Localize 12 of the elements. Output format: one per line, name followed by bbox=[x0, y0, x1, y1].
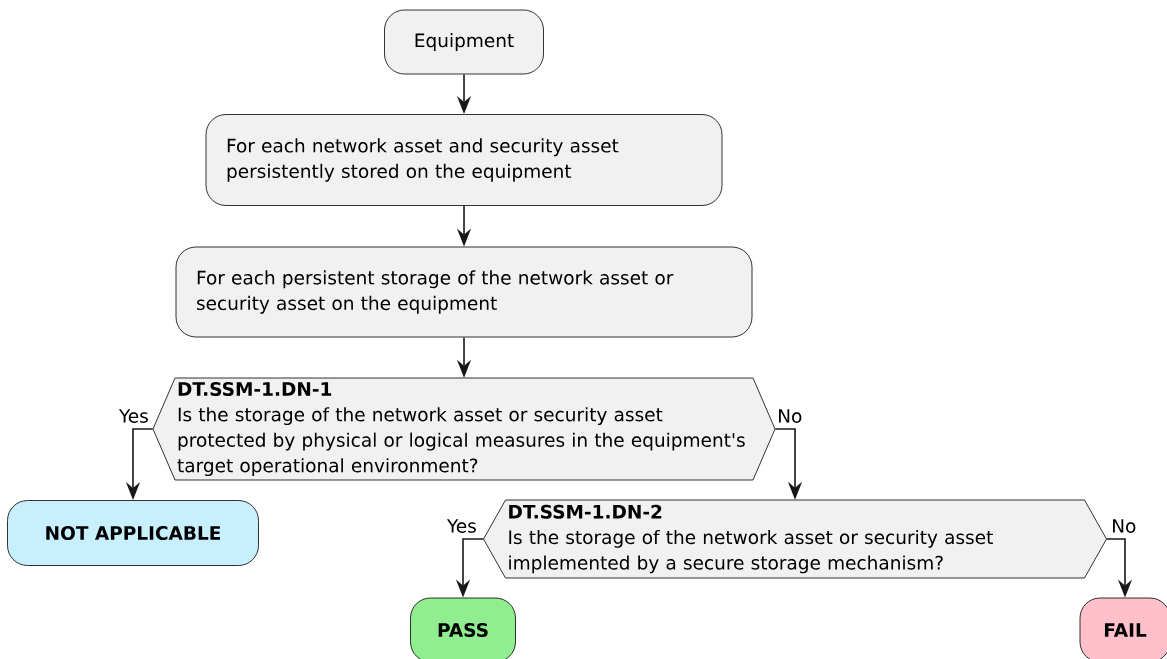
process-box: For each network asset and security asset persistently stored on the equipment bbox=[205, 114, 723, 206]
decision-hexagon: DT.SSM-1.DN-1 Is the storage of the network asset or security asset protected by physical or logical measures in the equipment's target operational environment? bbox=[152, 377, 776, 481]
edge-label: Yes bbox=[446, 519, 476, 533]
edge-label: Yes bbox=[118, 409, 148, 423]
start-box: Equipment bbox=[384, 9, 544, 75]
end-box: FAIL bbox=[1079, 597, 1167, 659]
end-box: PASS bbox=[410, 597, 516, 659]
decision-hexagon: DT.SSM-1.DN-2 Is the storage of the network asset or security asset implemented by a secure storage mechanism? bbox=[483, 499, 1107, 579]
edge-label: No bbox=[1113, 519, 1136, 533]
edge-label: No bbox=[779, 409, 802, 423]
end-box: NOT APPLICABLE bbox=[7, 500, 259, 566]
process-box: For each persistent storage of the network asset or security asset on the equipment bbox=[175, 246, 753, 338]
